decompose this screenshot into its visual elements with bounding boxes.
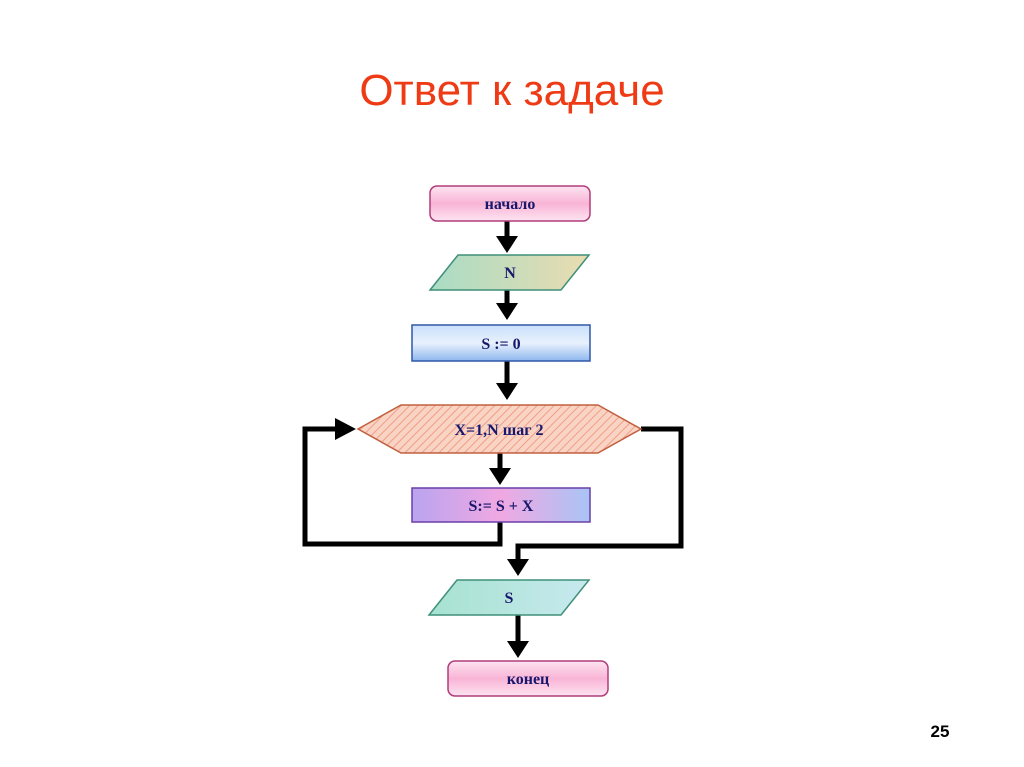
slide-title: Ответ к задаче <box>359 66 665 115</box>
arrowhead-output-end <box>507 641 529 658</box>
arrowhead-return-loop <box>335 418 356 440</box>
arrowhead-loop-body <box>489 468 511 485</box>
arrowheads <box>335 236 529 658</box>
input-label: N <box>504 265 516 282</box>
start-block: начало <box>429 185 591 222</box>
end-block: конец <box>447 660 609 697</box>
loop-block: X=1,N шаг 2 <box>356 404 643 454</box>
start-label: начало <box>485 196 536 213</box>
arrowhead-start-input <box>496 236 518 253</box>
page-number: 25 <box>930 722 950 741</box>
arrowhead-init-loop <box>496 383 518 400</box>
loop-label: X=1,N шаг 2 <box>455 422 544 439</box>
init-block: S := 0 <box>411 324 591 362</box>
input-block: N <box>428 254 591 291</box>
body-block: S:= S + X <box>411 487 591 523</box>
arrowhead-input-init <box>496 303 518 320</box>
output-block: S <box>427 579 591 616</box>
init-label: S := 0 <box>481 336 520 353</box>
body-label: S:= S + X <box>469 498 534 515</box>
connector-lines <box>302 221 684 643</box>
end-label: конец <box>507 671 550 688</box>
arrowhead-exit-output <box>507 559 529 576</box>
output-label: S <box>505 590 514 607</box>
